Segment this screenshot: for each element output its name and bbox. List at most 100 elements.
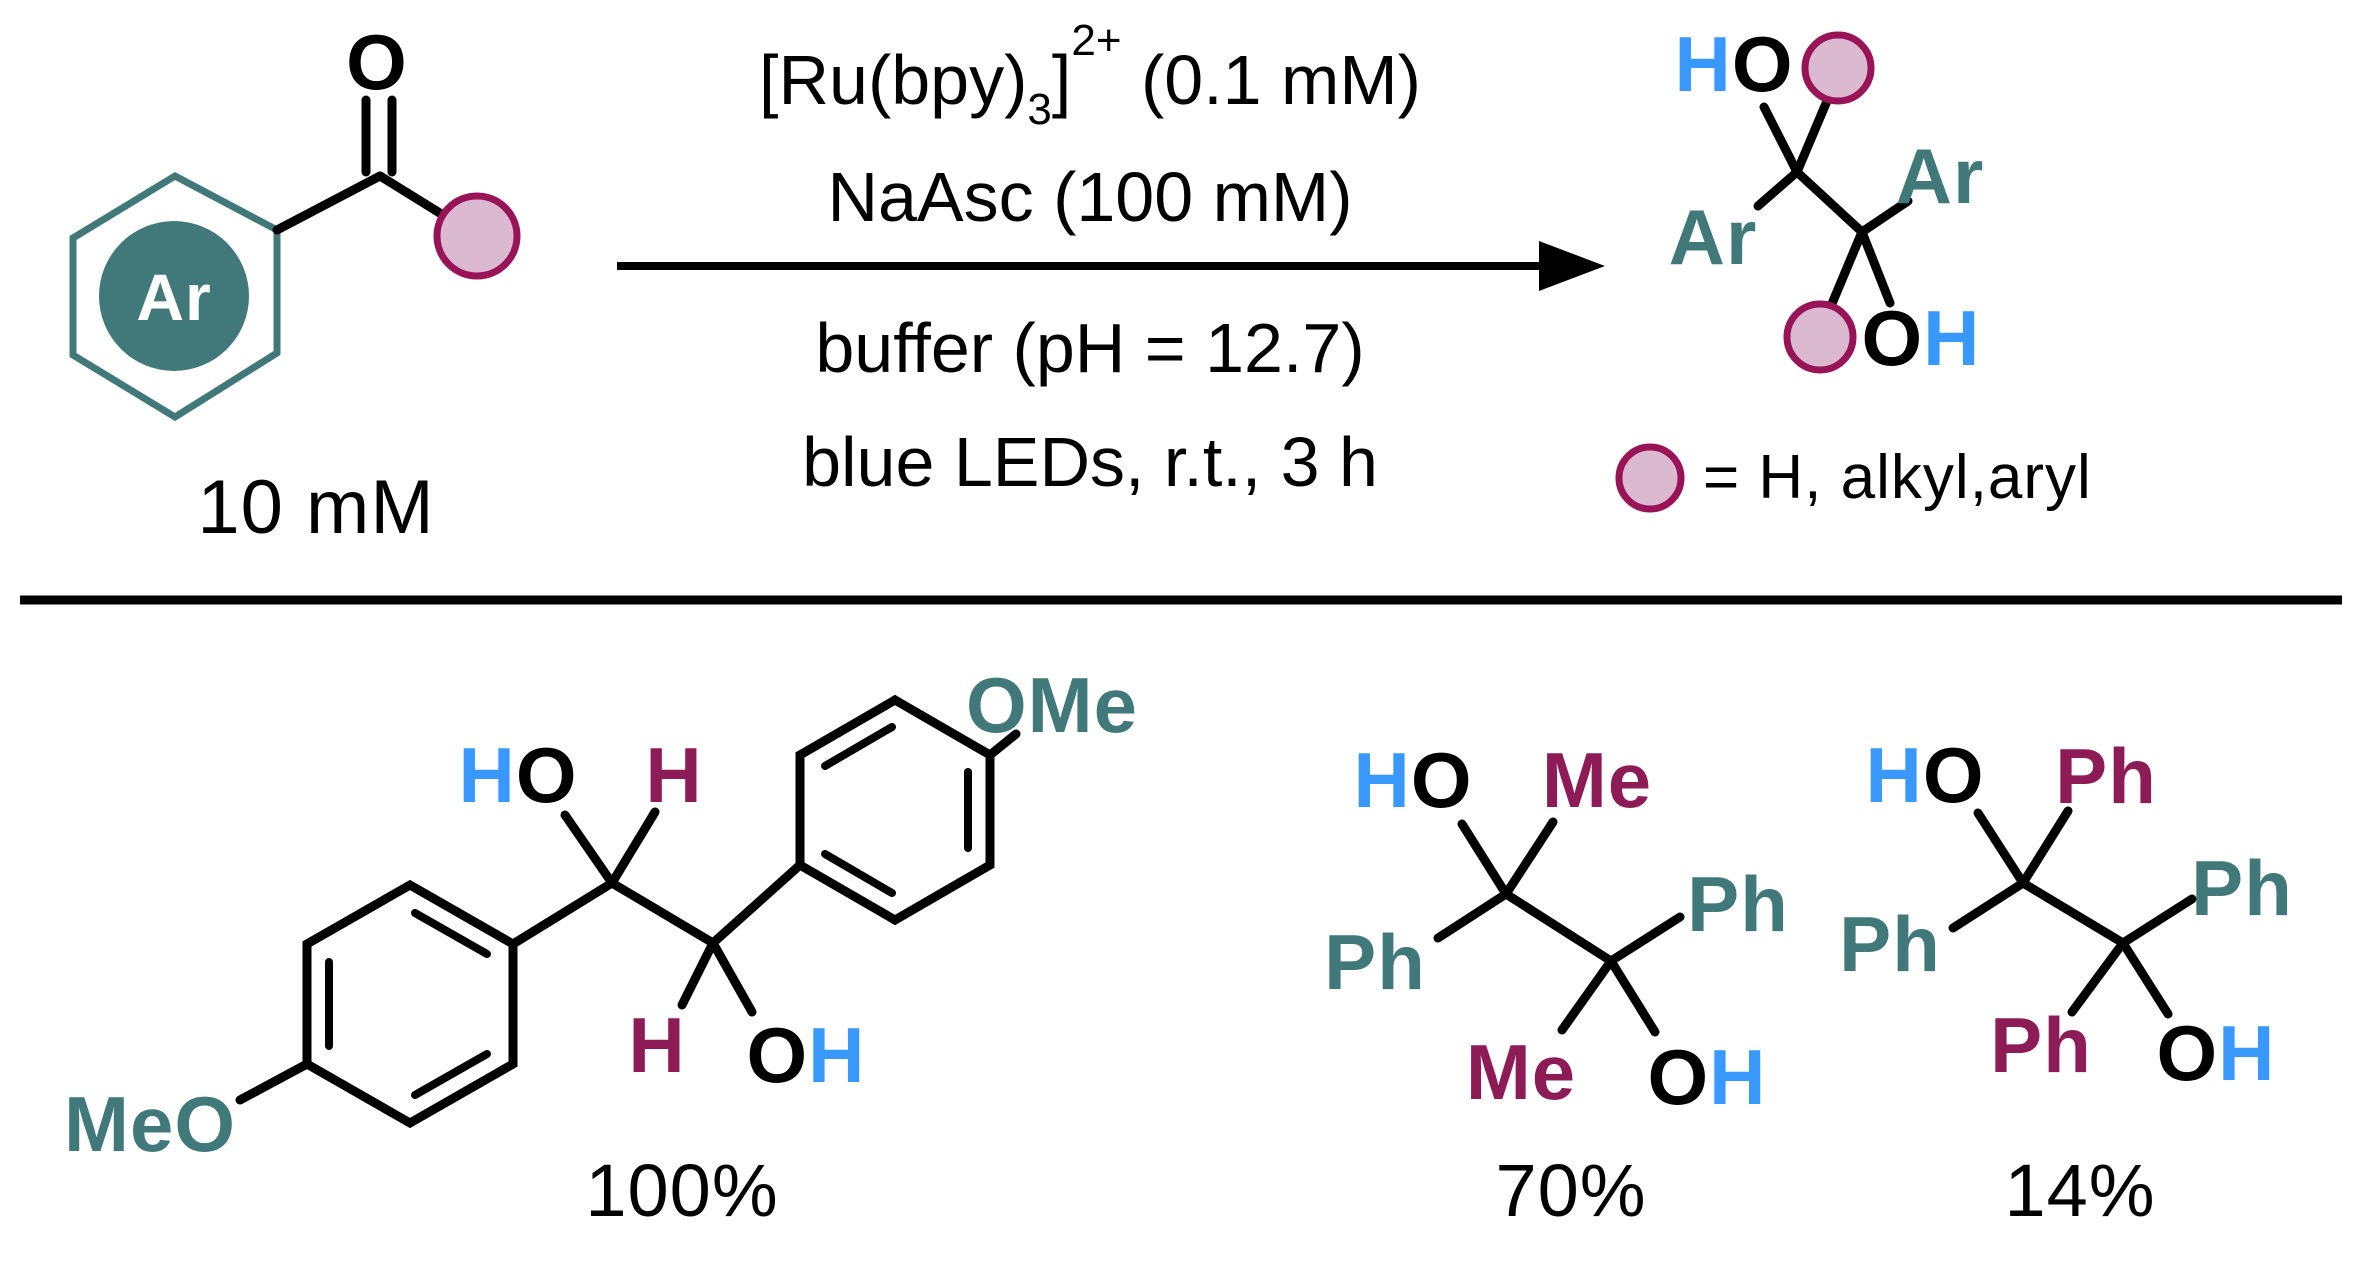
ho-label: HO <box>458 736 577 814</box>
bond <box>2118 938 2173 1019</box>
phenyl-label: Ph <box>1990 1001 2092 1089</box>
phenyl-label: Ph <box>2055 732 2157 820</box>
hydroxyl-o: O <box>746 1011 809 1099</box>
bond <box>2018 878 2128 948</box>
phenyl-label: Ph <box>1839 900 1941 988</box>
yield-label: 14% <box>2004 1149 2156 1232</box>
aryl-label: Ar <box>136 260 212 334</box>
bond <box>2067 938 2128 1017</box>
reaction-arrow <box>617 241 1605 291</box>
catalyst-amount: (0.1 mM) <box>1121 41 1421 119</box>
reactant-structure <box>69 95 521 422</box>
bond <box>375 171 448 220</box>
hydroxyl-o: O <box>515 731 578 819</box>
hydroxyl-o: O <box>1410 736 1473 824</box>
hydroxyl-h: H <box>1865 731 1923 819</box>
bond <box>1606 956 1660 1037</box>
hydroxyl-h: H <box>2218 1009 2276 1097</box>
hydroxyl-o: O <box>1731 20 1794 108</box>
bond <box>1857 227 1895 308</box>
phenyl-label: Ph <box>1687 860 1789 948</box>
benzene-ring <box>795 694 995 926</box>
example-2-structure <box>1433 817 1685 1037</box>
oh-label: OH <box>746 1016 865 1094</box>
bond <box>2018 806 2073 888</box>
yield-label: 100% <box>585 1149 779 1232</box>
double-bond <box>411 909 491 958</box>
bond <box>560 810 617 888</box>
bond <box>1606 912 1685 966</box>
oh-label: OH <box>2156 1014 2275 1092</box>
bond <box>1753 167 1802 211</box>
bond <box>1973 808 2028 888</box>
product-structure <box>1753 31 1913 374</box>
conditions-medium: buffer (pH = 12.7) <box>815 309 1365 387</box>
hydroxyl-o: O <box>1861 294 1924 382</box>
legend-label: = H, alkyl,aryl <box>1703 443 2092 512</box>
ho-label: HO <box>1865 736 1984 814</box>
hydroxyl-h: H <box>808 1011 866 1099</box>
substituent-circle <box>1783 300 1857 374</box>
catalyst-superscript: 2+ <box>1071 16 1122 66</box>
bond <box>677 938 718 1010</box>
bond <box>508 878 617 949</box>
oh-label: OH <box>1647 1038 1766 1116</box>
methyl-label: Me <box>1541 736 1653 824</box>
substituent-circle <box>1801 31 1875 105</box>
bond <box>1557 956 1616 1035</box>
bond <box>1457 819 1511 899</box>
bond <box>1792 167 1867 237</box>
h-substituent-label: H <box>645 731 703 819</box>
hydroxyl-o: O <box>1922 731 1985 819</box>
carbonyl-oxygen-label: O <box>346 18 408 106</box>
bond <box>2118 894 2197 948</box>
bond <box>272 171 385 235</box>
hydroxyl-h: H <box>1674 20 1732 108</box>
benzene-ring <box>302 879 518 1129</box>
hydroxyl-h: H <box>1709 1033 1767 1121</box>
hydroxyl-o: O <box>2156 1009 2219 1097</box>
bond <box>708 860 805 948</box>
example-1-structure <box>235 694 1021 1129</box>
yield-label: 70% <box>1495 1149 1647 1232</box>
aryl-circle <box>99 221 249 371</box>
example-3-structure <box>1948 806 2197 1019</box>
hydroxyl-h: H <box>1353 736 1411 824</box>
conditions-light: blue LEDs, r.t., 3 h <box>802 423 1378 501</box>
methoxy-label: OMe <box>965 661 1139 749</box>
ho-label: HO <box>1353 741 1472 819</box>
bond <box>1501 889 1616 966</box>
bond <box>607 878 718 948</box>
arrow-head-icon <box>1539 241 1605 291</box>
product-oh-label: OH <box>1861 299 1980 377</box>
bond <box>985 729 1021 760</box>
hydroxyl-h: H <box>458 731 516 819</box>
double-bond <box>411 1050 491 1099</box>
bond <box>607 807 660 888</box>
legend-circle <box>1615 443 1685 513</box>
product-ho-label: HO <box>1674 25 1793 103</box>
reactant-concentration: 10 mM <box>197 465 435 550</box>
phenyl-label: Ph <box>2191 844 2293 932</box>
bond <box>1857 196 1913 237</box>
phenyl-label: Ph <box>1324 918 1426 1006</box>
bond <box>1433 889 1511 943</box>
bond <box>1759 102 1802 177</box>
catalyst-subscript: 3 <box>1027 85 1052 135</box>
double-bond <box>821 850 896 897</box>
hydroxyl-h: H <box>1923 294 1981 382</box>
hydroxyl-o: O <box>1647 1033 1710 1121</box>
conditions-catalyst: [Ru(bpy)3]2+ (0.1 mM) <box>759 19 1421 132</box>
methyl-label: Me <box>1465 1028 1577 1116</box>
product-aryl-left-label: Ar <box>1668 193 1758 281</box>
bond <box>708 938 757 1017</box>
bond <box>1792 96 1832 177</box>
bond <box>1501 817 1558 899</box>
bond <box>1948 878 2028 933</box>
h-substituent-label: H <box>628 1001 686 1089</box>
bond <box>1826 227 1867 311</box>
catalyst-bracket: ] <box>1051 41 1072 119</box>
substituent-circle <box>433 192 521 280</box>
